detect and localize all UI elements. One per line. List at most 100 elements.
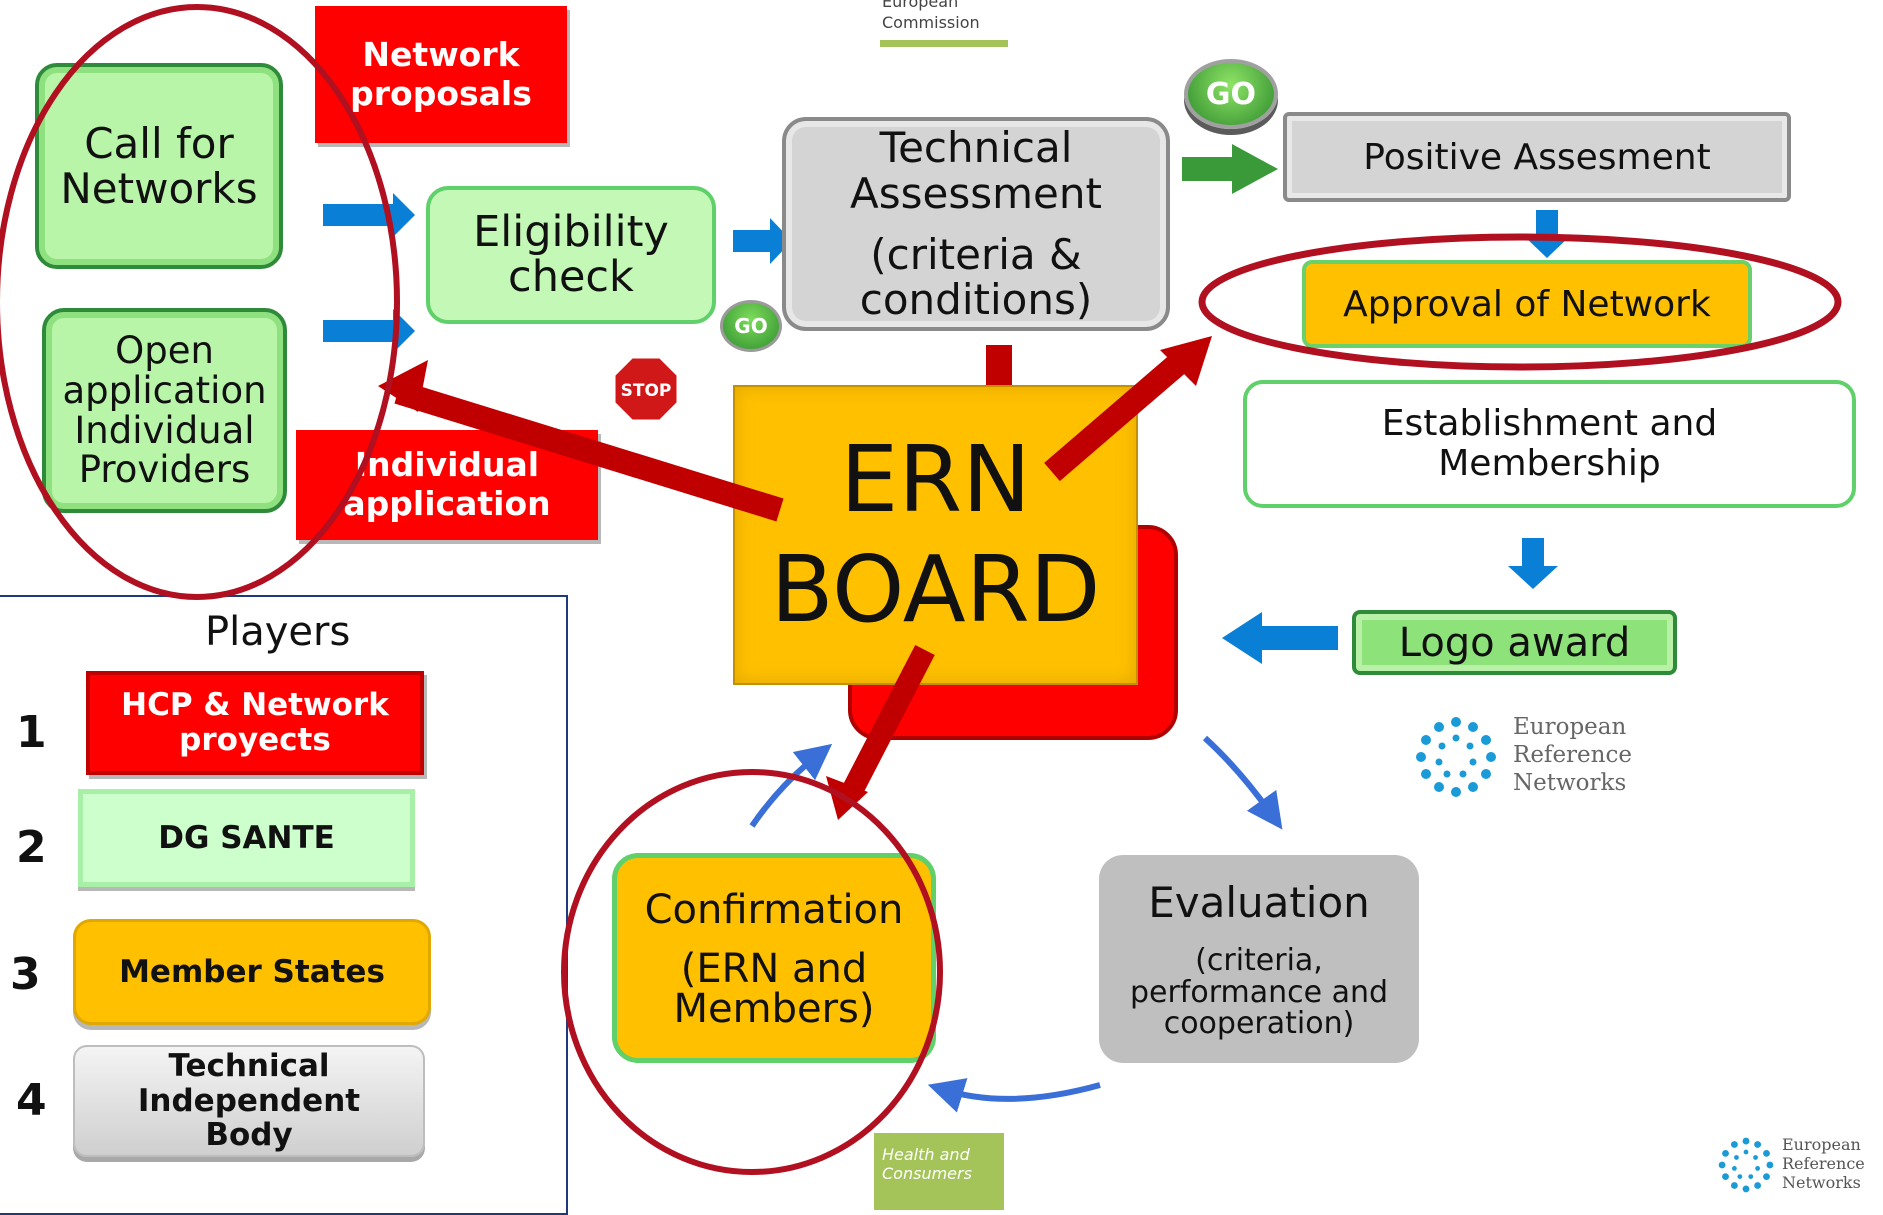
- technical-assessment-sub-line1: (criteria &: [870, 230, 1082, 279]
- legend-item-hcp-line1: HCP & Network: [121, 687, 389, 724]
- arrow-call-to-eligibility: [323, 193, 415, 237]
- open-application-box: Open application Individual Providers: [42, 308, 287, 513]
- ern-logo-text-1: European: [1513, 714, 1627, 740]
- evaluation-label: Evaluation: [1148, 878, 1370, 928]
- health-logo-text-1: Health and: [882, 1145, 970, 1164]
- ec-logo-text-2: Commission: [882, 13, 980, 32]
- positive-assessment-box: Positive Assesment: [1283, 112, 1791, 202]
- technical-assessment-sub-line2: conditions): [859, 275, 1093, 325]
- legend-item-technical-body-line1: Technical: [168, 1047, 330, 1084]
- open-application-line2: application: [62, 368, 267, 412]
- ern-logo-small: European Reference Networks: [1716, 1133, 1881, 1203]
- go-badge-large-button: GO: [1184, 59, 1278, 129]
- establishment-line1: Establishment and: [1381, 403, 1718, 445]
- connector-board-to-approval-head: [1160, 336, 1212, 386]
- legend-item-hcp-line2: proyects: [179, 722, 331, 758]
- ern-small-text-2: Reference: [1782, 1154, 1865, 1173]
- curve-board-to-evaluation: [1202, 735, 1283, 830]
- ern-small-text-1: European: [1782, 1135, 1861, 1154]
- ec-logo-bar: [880, 40, 1008, 47]
- eligibility-check-box: Eligibility check: [426, 186, 716, 324]
- stop-sign-label: STOP: [621, 381, 672, 401]
- ern-dots-small-icon: [1718, 1137, 1774, 1193]
- legend-panel: Players 1 HCP & Network proyects 2 DG SA…: [0, 595, 568, 1215]
- technical-assessment-box: Technical Assessment (criteria & conditi…: [782, 117, 1170, 331]
- legend-item-dg-sante: DG SANTE: [78, 789, 415, 887]
- ern-board-box: ERN BOARD: [733, 385, 1138, 685]
- ern-logo-text-2: Reference: [1513, 742, 1632, 768]
- legend-title: Players: [205, 609, 351, 655]
- establishment-line2: Membership: [1438, 443, 1661, 484]
- connector-board-to-approval: [1044, 345, 1196, 482]
- individual-application-box: Individual application: [296, 430, 598, 540]
- legend-num-3: 3: [10, 949, 41, 1000]
- highlight-ring-applications: [0, 4, 400, 600]
- go-badge-large-label: GO: [1205, 76, 1257, 112]
- connector-technical-board: [986, 345, 1012, 390]
- connector-board-to-confirmation: [840, 644, 935, 801]
- ec-logo-text-1: European: [882, 0, 959, 11]
- logo-award-label: Logo award: [1398, 619, 1631, 666]
- legend-item-hcp: HCP & Network proyects: [86, 671, 424, 775]
- go-badge-small-button: GO: [720, 300, 782, 352]
- call-for-networks-box: Call for Networks: [35, 63, 283, 269]
- ern-logo-text-3: Networks: [1513, 770, 1627, 796]
- arrow-eligibility-to-technical: [733, 218, 792, 264]
- establishment-membership-box: Establishment and Membership: [1243, 380, 1856, 508]
- eligibility-check-line2: check: [508, 252, 634, 302]
- health-consumers-logo: Health and Consumers: [874, 1133, 1004, 1210]
- open-application-line3: Individual: [74, 408, 255, 452]
- highlight-ring-approval: [1198, 233, 1842, 371]
- technical-assessment-line2: Assessment: [850, 168, 1102, 218]
- ern-logo-large: European Reference Networks: [1415, 712, 1645, 802]
- legend-num-1: 1: [16, 707, 47, 758]
- confirmation-sub-line2: Members): [673, 986, 875, 1032]
- health-logo-text-2: Consumers: [882, 1164, 972, 1183]
- eligibility-check-line1: Eligibility: [473, 206, 669, 257]
- confirmation-sub-line1: (ERN and: [680, 946, 868, 992]
- legend-item-technical-body-line2: Independent: [137, 1082, 361, 1119]
- legend-item-dg-sante-line1: DG SANTE: [158, 819, 335, 856]
- ec-logo: European Commission: [880, 0, 1010, 48]
- call-for-networks-line1: Call for: [84, 118, 234, 168]
- arrow-establishment-to-logo: [1508, 538, 1558, 589]
- evaluation-sub-line1: (criteria,: [1195, 943, 1323, 979]
- legend-num-4: 4: [16, 1075, 47, 1126]
- arrow-positive-to-approval: [1524, 210, 1570, 258]
- confirmation-label: Confirmation: [644, 887, 904, 933]
- approval-of-network-box: Approval of Network: [1302, 260, 1752, 348]
- ern-board-line2: BOARD: [770, 536, 1101, 643]
- technical-assessment-line1: Technical: [879, 123, 1073, 173]
- individual-application-line1: Individual: [354, 445, 540, 485]
- legend-item-member-states: Member States: [73, 919, 431, 1025]
- go-badge-small: GO: [716, 295, 786, 357]
- ern-dots-icon: [1416, 717, 1496, 797]
- ern-board-line1: ERN: [840, 425, 1031, 533]
- network-proposals-line1: Network: [362, 34, 520, 74]
- legend-num-2: 2: [16, 822, 47, 873]
- evaluation-box: Evaluation (criteria, performance and co…: [1099, 855, 1419, 1063]
- open-application-line1: Open: [115, 329, 214, 373]
- logo-award-box: Logo award: [1352, 610, 1677, 675]
- stop-sign-icon: STOP: [612, 355, 680, 423]
- go-badge-small-label: GO: [734, 314, 768, 338]
- connector-board-to-open-application: [394, 380, 784, 522]
- legend-item-technical-body-line3: Body: [205, 1117, 293, 1154]
- curve-confirmation-to-board: [749, 743, 833, 828]
- go-badge-large: GO: [1172, 50, 1290, 138]
- legend-item-technical-body: Technical Independent Body: [73, 1045, 425, 1157]
- arrow-logo-to-board: [1222, 612, 1338, 664]
- arrow-technical-to-positive: [1182, 144, 1278, 194]
- ern-small-text-3: Networks: [1782, 1173, 1861, 1192]
- confirmation-box: Confirmation (ERN and Members): [612, 853, 936, 1063]
- evaluation-sub-line3: cooperation): [1163, 1006, 1355, 1042]
- legend-item-member-states-line1: Member States: [119, 953, 385, 990]
- individual-application-line2: application: [343, 484, 551, 523]
- approval-of-network-label: Approval of Network: [1343, 283, 1711, 325]
- evaluation-sub-line2: performance and: [1129, 974, 1389, 1010]
- network-proposals-line2: proposals: [350, 73, 532, 113]
- positive-assessment-label: Positive Assesment: [1363, 136, 1711, 178]
- highlight-ring-confirmation: [561, 769, 943, 1175]
